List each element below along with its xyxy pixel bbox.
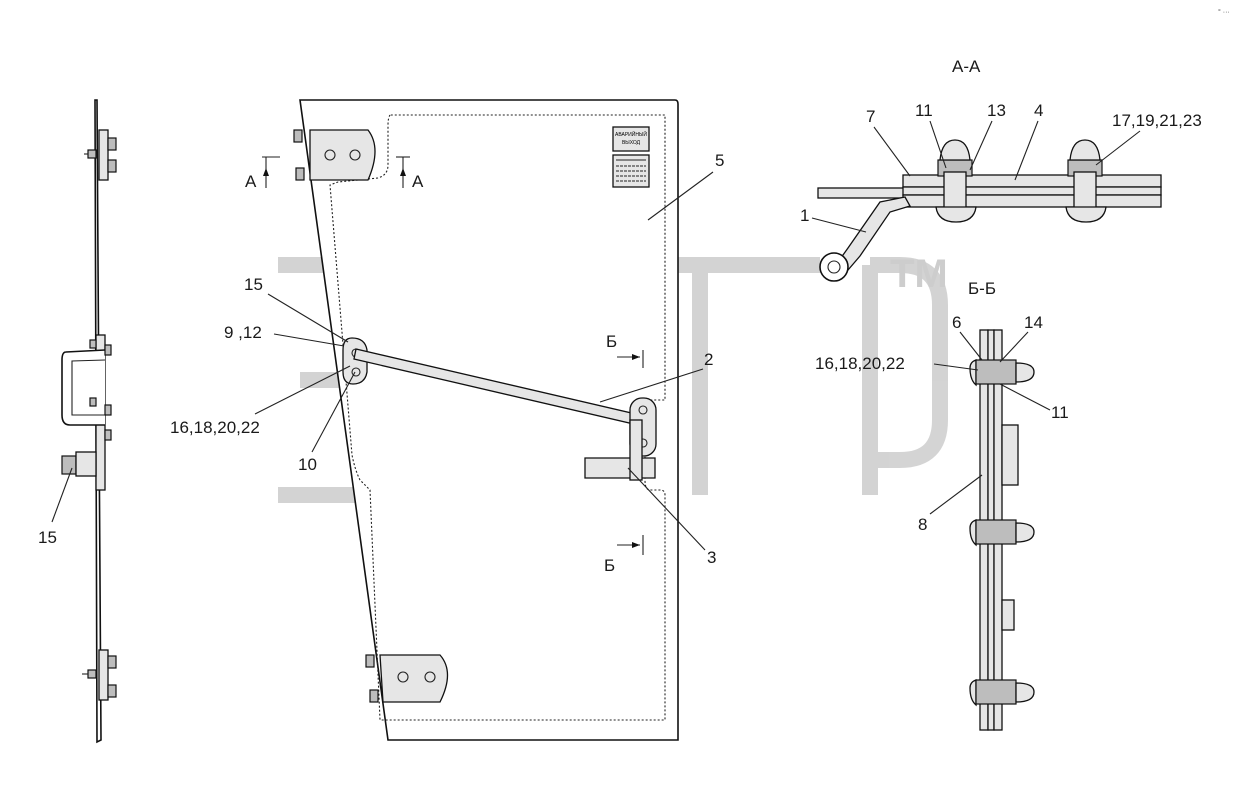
cut-b-top: Б	[606, 332, 617, 351]
bolt-row-1	[969, 359, 1035, 387]
callout-16-bb: 16,18,20,22	[815, 354, 905, 373]
callout-9-12: 9 ,12	[224, 323, 262, 342]
cut-a-right: А	[412, 172, 424, 191]
callout-3: 3	[707, 548, 716, 567]
bolt-row-3	[969, 679, 1035, 707]
callout-11-top: 11	[915, 101, 933, 120]
callout-5: 5	[715, 151, 724, 170]
callout-2: 2	[704, 350, 713, 369]
callout-1: 1	[800, 206, 809, 225]
callout-16-door: 16,18,20,22	[170, 418, 260, 437]
cut-a-left: А	[245, 172, 257, 191]
bolt-row-2	[969, 519, 1035, 547]
callout-17: 17,19,21,23	[1112, 111, 1202, 130]
plate-line2: ВЫХОД	[622, 140, 641, 146]
callout-8: 8	[918, 515, 927, 534]
cut-b-bottom: Б	[604, 556, 615, 575]
callout-6: 6	[952, 313, 961, 332]
side-view: 15	[38, 99, 117, 744]
plate-line1: АВАРИЙНЫЙ	[615, 130, 647, 138]
section-aa: А-А 7 11 13 4 17,19,21,23 1	[800, 57, 1202, 282]
watermark-tm: TM	[890, 252, 948, 296]
section-bb: Б-Б 6 14 16,18,20,22 11 8	[815, 279, 1069, 731]
section-bb-title: Б-Б	[968, 279, 996, 298]
section-aa-title: А-А	[952, 57, 981, 76]
callout-7: 7	[866, 107, 875, 126]
callout-15-side: 15	[38, 528, 57, 547]
callout-4: 4	[1034, 101, 1043, 120]
callout-10: 10	[298, 455, 317, 474]
corner-mark: ° ···	[1218, 8, 1230, 16]
callout-14: 14	[1024, 313, 1043, 332]
callout-13: 13	[987, 101, 1006, 120]
callout-15-door: 15	[244, 275, 263, 294]
callout-11-bb: 11	[1051, 403, 1069, 422]
door-front-view: АВАРИЙНЫЙ ВЫХОД А А Б Б	[170, 99, 724, 741]
